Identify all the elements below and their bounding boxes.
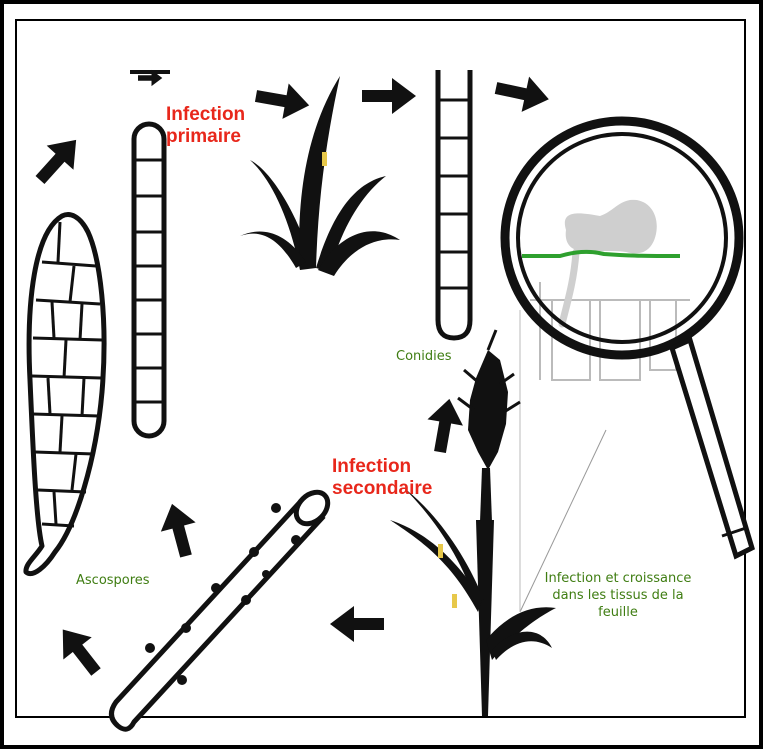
leaf-icon	[240, 76, 400, 276]
conidium-chain-icon	[438, 70, 470, 338]
label-infection-croissance-line3: feuille	[538, 604, 698, 621]
label-infection-croissance-line1: Infection et croissance	[538, 570, 698, 587]
label-infection-primaire-line1: Infection	[166, 104, 245, 126]
label-infection-croissance-line2: dans les tissus de la	[538, 587, 698, 604]
cycle-arrow-icon	[27, 128, 90, 192]
label-infection-primaire: Infection primaire	[166, 104, 245, 148]
label-infection-secondaire-line1: Infection	[332, 456, 432, 478]
cycle-arrow-icon	[422, 396, 467, 455]
primary-hypha-icon	[134, 124, 164, 436]
wheat-plant-icon	[390, 330, 556, 716]
label-conidies: Conidies	[396, 348, 452, 365]
cycle-arrow-icon	[155, 499, 204, 560]
cycle-arrow-icon	[253, 78, 312, 123]
stubble-icon	[111, 486, 333, 729]
label-infection-secondaire-line2: secondaire	[332, 478, 432, 500]
cycle-arrow-icon	[492, 70, 552, 116]
cycle-arrow-icon	[49, 618, 111, 683]
label-infection-primaire-line2: primaire	[166, 126, 245, 148]
label-infection-croissance: Infection et croissance dans les tissus …	[538, 570, 698, 621]
cycle-arrow-icon	[330, 606, 384, 642]
cycle-arrow-icon	[362, 78, 416, 114]
ascus-icon	[26, 215, 104, 574]
label-ascospores: Ascospores	[76, 572, 150, 589]
magnifier-icon	[505, 121, 752, 612]
label-infection-secondaire: Infection secondaire	[332, 456, 432, 500]
